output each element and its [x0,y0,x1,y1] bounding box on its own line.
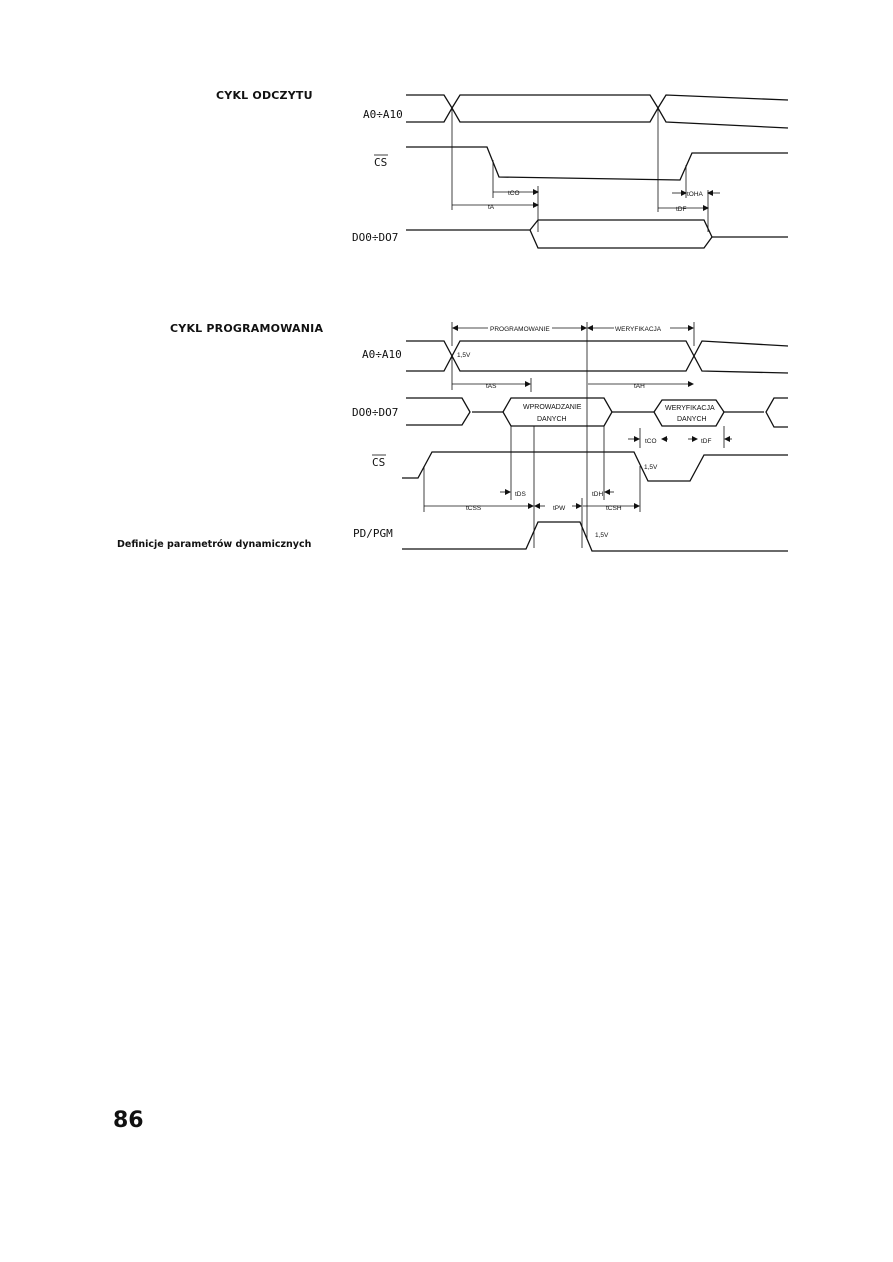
read-data-lower [529,229,713,249]
read-tco-label: tCO [508,190,520,197]
prog-tcsh-label: tCSH [606,505,622,512]
program-cycle-title: CYKL PROGRAMOWANIA [170,322,324,335]
prog-cs-waveform [402,451,788,482]
program-cycle-diagram: A0÷A10 DO0÷DO7 CS PD/PGM PROGRAMOWANIE W… [352,322,789,552]
prog-tdh-label: tDH [592,491,604,498]
page-number: 86 [113,1108,144,1133]
prog-address-lower [406,354,789,374]
prog-pgm-level: 1,5V [595,532,609,539]
prog-tcss-label: tCSS [466,505,482,512]
prog-address-level: 1,5V [457,352,471,359]
prog-phase-verify-label: WERYFIKACJA [615,326,662,333]
prog-data-input-line2: DANYCH [537,416,567,423]
prog-data-verify-line2: DANYCH [677,416,707,423]
prog-tds-label: tDS [515,491,527,498]
prog-data-next [765,397,788,428]
prog-phase-program-label: PROGRAMOWANIE [490,326,550,333]
prog-tco-label: tCO [645,438,657,445]
prog-tah-label: tAH [634,383,645,390]
prog-tdf-label: tDF [701,438,712,445]
read-data-upper [406,219,788,238]
prog-label-cs: CS [372,456,385,469]
read-cycle-diagram: A0÷A10 CS DO0÷DO7 tCO tA tOHA tDF [352,94,789,249]
read-address-upper [406,94,789,110]
read-label-cs: CS [374,156,387,169]
prog-data-input-line1: WPROWADZANIE [523,404,582,411]
read-ta-label: tA [488,204,495,211]
read-label-address: A0÷A10 [363,108,403,121]
prog-label-pgm: PD/PGM [353,527,393,540]
prog-data-previous [406,397,471,426]
read-label-data: DO0÷DO7 [352,231,398,244]
read-cs-waveform [406,146,788,181]
figure-caption: Definicje parametrów dynamicznych [117,539,312,550]
prog-label-data: DO0÷DO7 [352,406,398,419]
prog-data-verify-line1: WERYFIKACJA [665,405,715,412]
prog-label-address: A0÷A10 [362,348,402,361]
prog-address-upper [406,340,789,358]
read-cycle-title: CYKL ODCZYTU [216,89,313,102]
prog-cs-level: 1,5V [644,464,658,471]
prog-pgm-waveform [402,521,788,552]
prog-tas-label: tAS [486,383,497,390]
read-toha-label: tOHA [687,191,704,198]
read-tdf-label: tDF [676,206,687,213]
read-address-lower [406,106,789,129]
prog-tpw-label: tPW [553,505,566,512]
